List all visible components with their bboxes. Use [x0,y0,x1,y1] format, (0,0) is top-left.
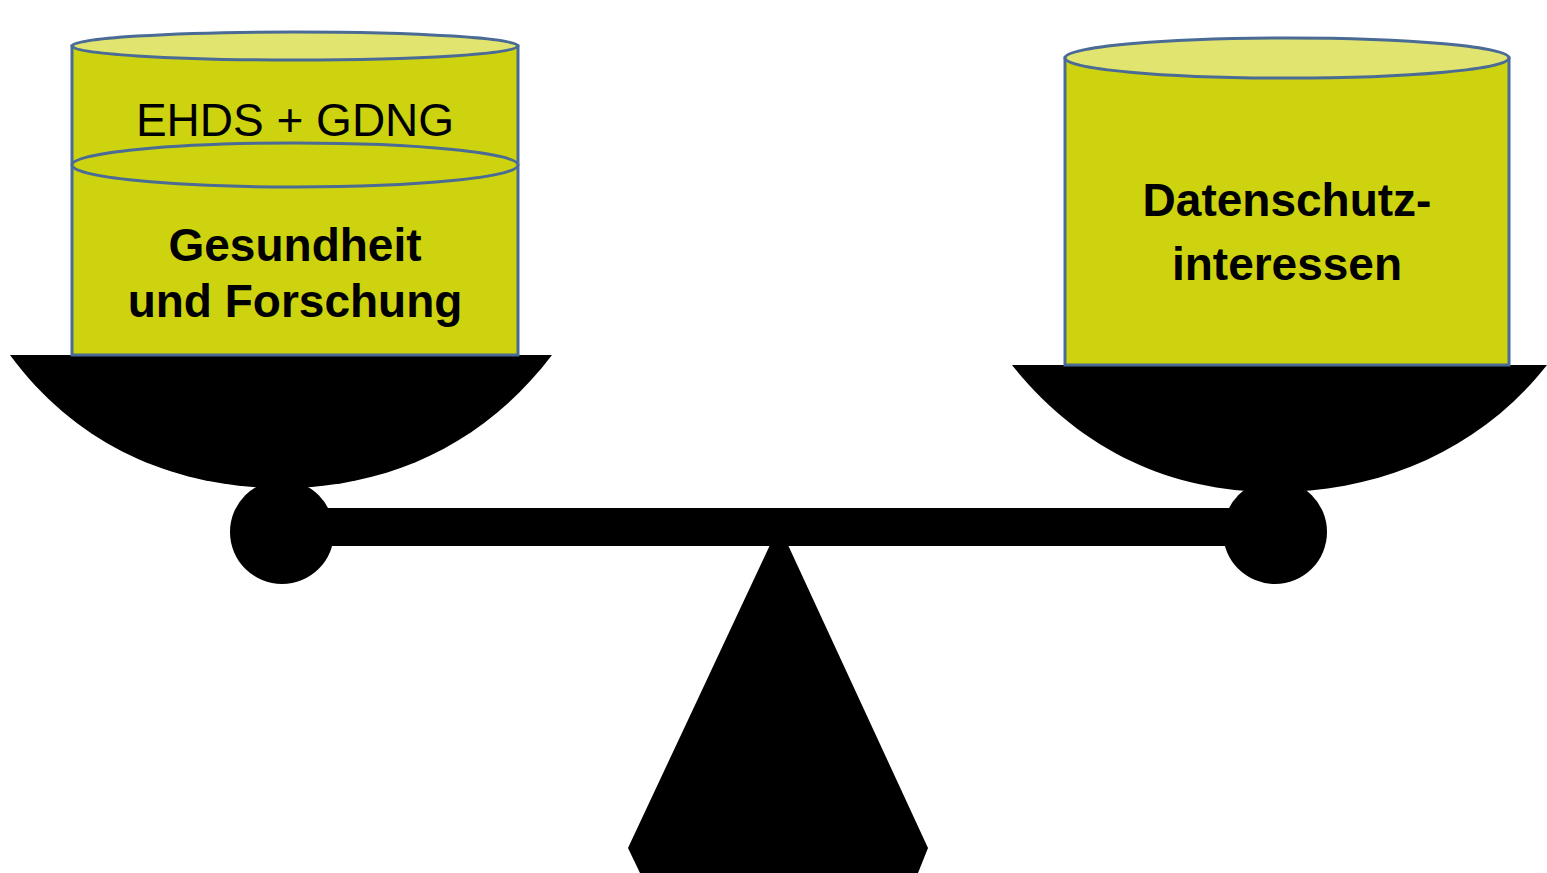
cylinder-label: Datenschutz- interessen [1122,168,1452,296]
cylinder-node: Datenschutz- interessen [1063,38,1511,365]
beam [282,508,1275,546]
right-joint [1223,480,1327,584]
fulcrum [628,545,928,873]
band-label: EHDS + GDNG [85,92,505,148]
cylinder-node: EHDS + GDNG Gesundheit und Forschung [70,30,520,355]
cylinder-body [72,46,518,355]
cylinder-top [72,32,518,60]
left-pan [10,355,552,488]
left-joint [230,480,334,584]
cylinder-top [1065,38,1509,78]
cylinder-label: Gesundheit und Forschung [124,217,466,329]
cylinder-band [72,143,518,187]
cylinder-body [1065,58,1509,365]
right-pan [1012,365,1547,492]
